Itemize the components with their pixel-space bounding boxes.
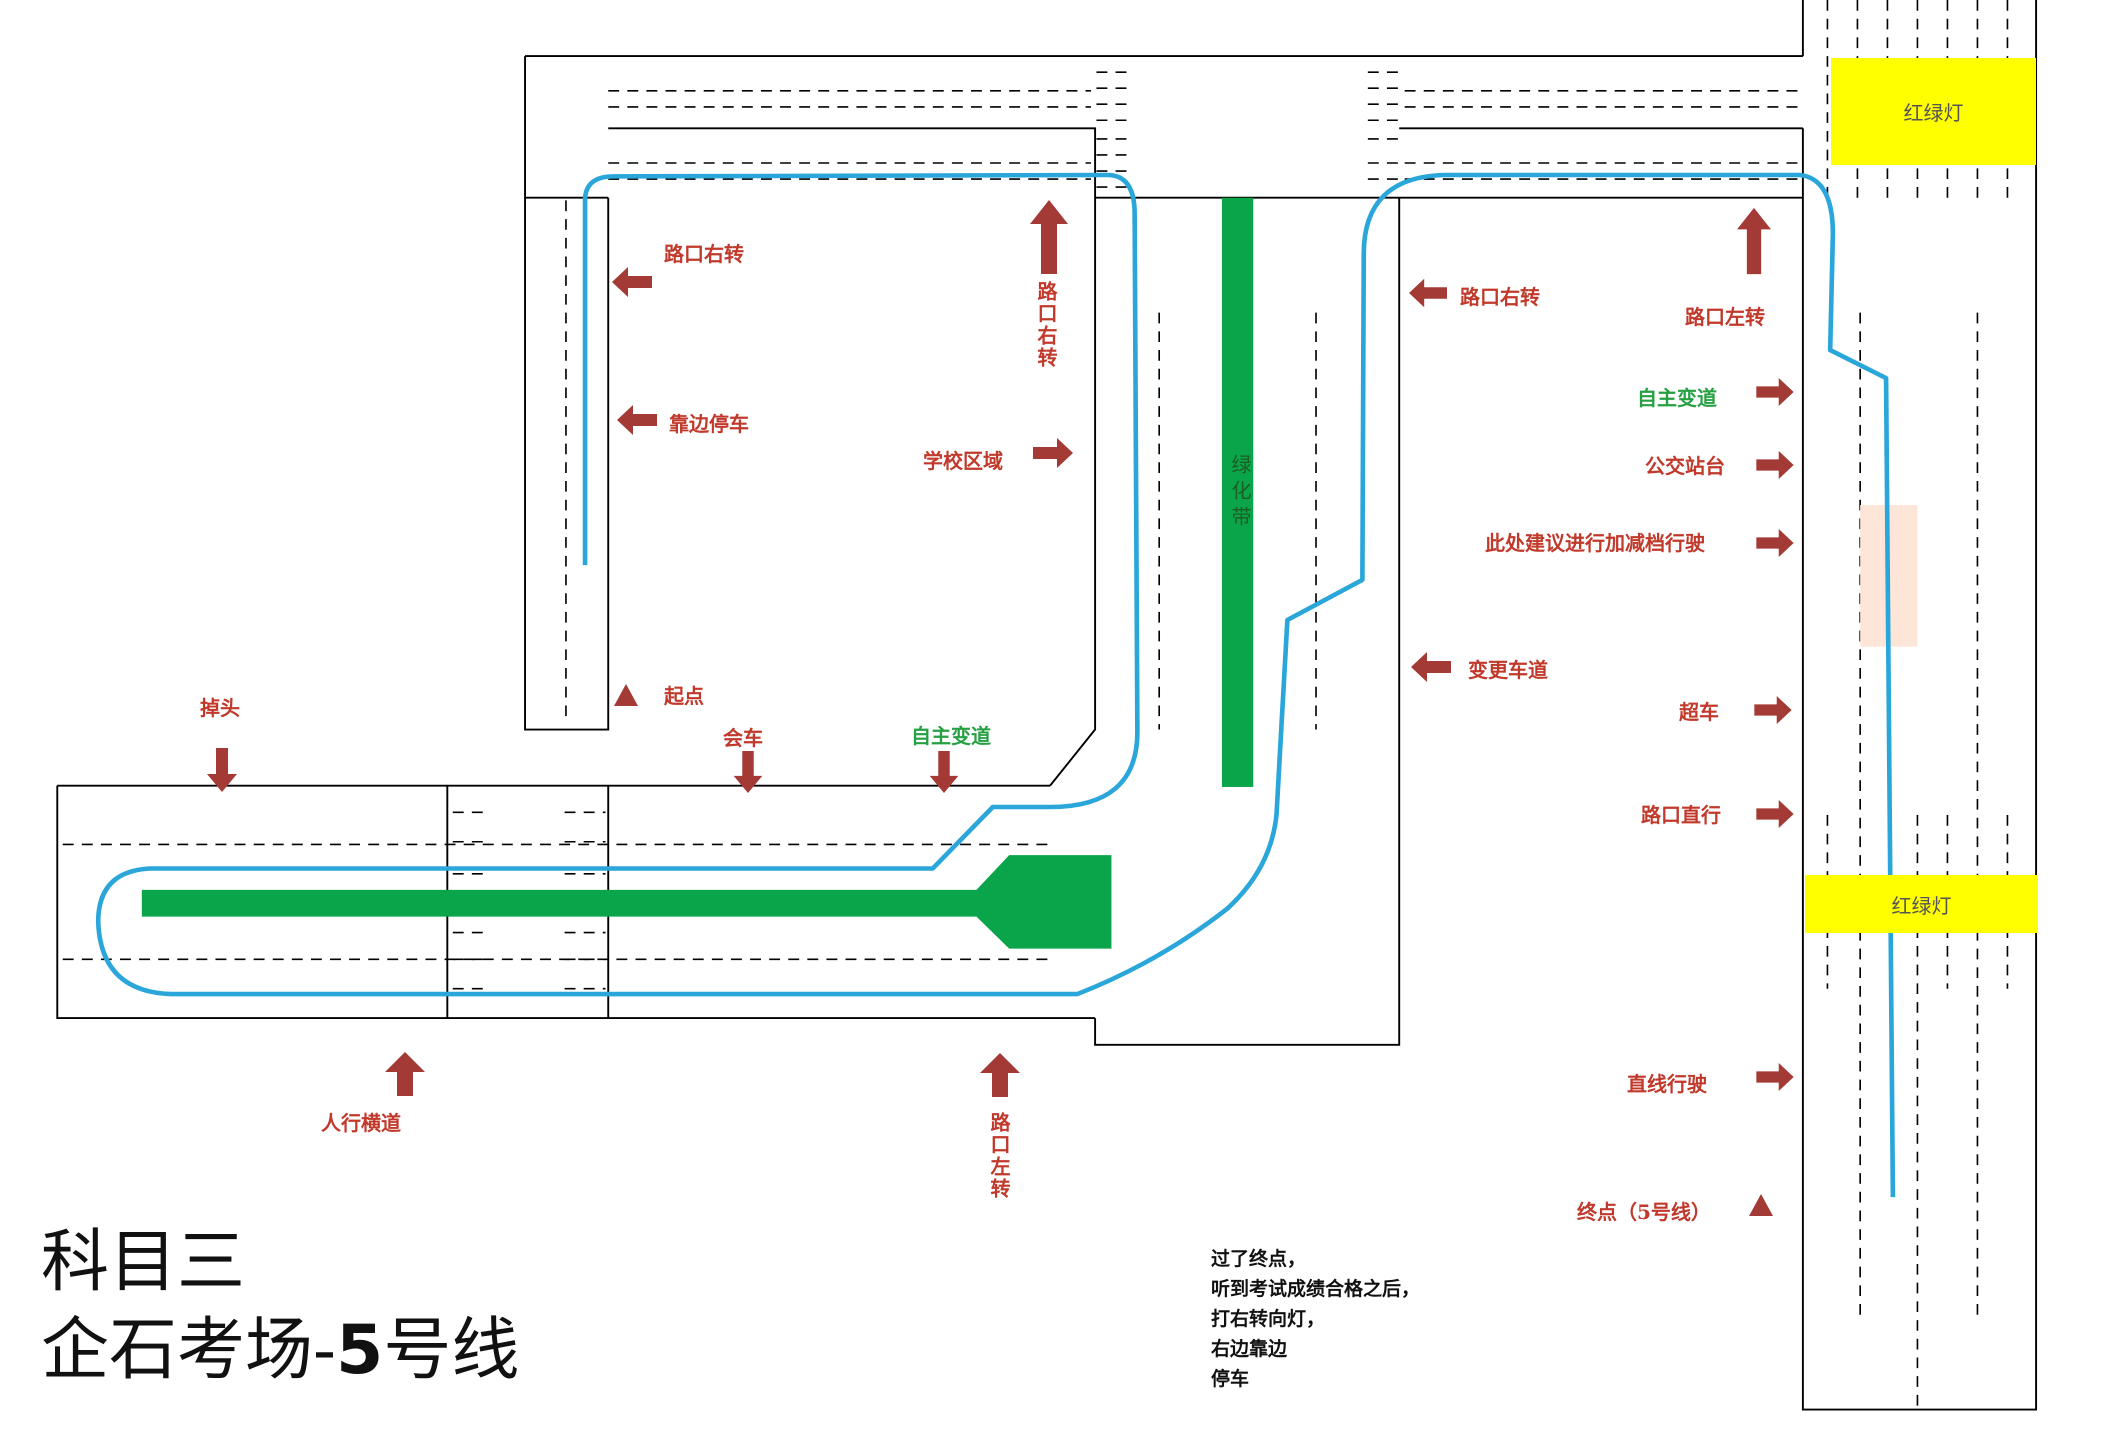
label-bus-stop: 公交站台 bbox=[1645, 454, 1725, 478]
arrow-right-bus-stop bbox=[1756, 451, 1794, 479]
label-pull-over: 靠边停车 bbox=[669, 412, 749, 436]
title-line-1: 科目三 bbox=[41, 1223, 246, 1302]
arrow-right-lane-change bbox=[1756, 378, 1794, 406]
note-line: 打右转向灯， bbox=[1211, 1308, 1326, 1330]
arrow-left-turn-around bbox=[207, 748, 237, 792]
label-school-zone: 学校区域 bbox=[923, 449, 1003, 473]
arrow-up-left-turn-right bbox=[1737, 207, 1771, 275]
note-line: 停车 bbox=[1211, 1368, 1250, 1390]
label-right-turn-upper-left: 路口右转 bbox=[664, 242, 744, 266]
label-turn-around: 掉头 bbox=[200, 696, 240, 720]
note-line: 过了终点， bbox=[1211, 1248, 1307, 1270]
arrow-left-change-lane bbox=[1411, 652, 1451, 682]
label-left-turn-bottom: 路口左转 bbox=[987, 1112, 1011, 1200]
label-meet-car: 会车 bbox=[723, 726, 763, 750]
traffic-light-top: 红绿灯 bbox=[1831, 58, 2036, 165]
arrow-right-school bbox=[1033, 438, 1073, 468]
arrow-up-right-turn bbox=[1030, 200, 1068, 274]
label-change-lane: 变更车道 bbox=[1468, 658, 1548, 682]
arrow-down-meet-car bbox=[733, 751, 763, 793]
label-self-lane-change-bottom: 自主变道 bbox=[911, 724, 991, 748]
green-belt-vertical bbox=[1221, 197, 1254, 787]
green-belt-label: 绿化带 bbox=[1228, 454, 1252, 532]
arrow-right-straight-intersection bbox=[1756, 800, 1794, 828]
label-gear-shift: 此处建议进行加减档行驶 bbox=[1485, 531, 1705, 555]
label-straight-drive: 直线行驶 bbox=[1627, 1072, 1707, 1096]
label-left-turn-right: 路口左转 bbox=[1685, 305, 1765, 329]
label-overtake: 超车 bbox=[1679, 700, 1719, 724]
label-crosswalk: 人行横道 bbox=[321, 1111, 401, 1135]
finish-note: 过了终点， 听到考试成绩合格之后， 打右转向灯， 右边靠边 停车 bbox=[1211, 1244, 1420, 1394]
arrow-left-pull-over bbox=[617, 405, 657, 435]
start-marker-icon bbox=[614, 684, 638, 706]
note-line: 右边靠边 bbox=[1211, 1338, 1288, 1360]
arrow-left-right-turn-mid bbox=[1409, 278, 1447, 308]
arrow-right-straight-drive bbox=[1756, 1063, 1794, 1091]
arrow-right-gear bbox=[1756, 529, 1794, 557]
label-self-lane-change-right: 自主变道 bbox=[1637, 386, 1717, 410]
arrow-left-right-turn bbox=[612, 267, 652, 297]
label-right-turn-vertical: 路口右转 bbox=[1034, 281, 1058, 369]
green-belt-horizontal bbox=[141, 855, 1112, 949]
title-line-2: 企石考场-5号线 bbox=[41, 1311, 520, 1390]
route-line bbox=[95, 172, 1896, 1198]
label-start: 起点 bbox=[664, 684, 704, 708]
end-marker-icon bbox=[1749, 1194, 1773, 1216]
label-right-turn-mid: 路口右转 bbox=[1460, 285, 1540, 309]
arrow-up-left-turn bbox=[980, 1053, 1020, 1097]
label-straight-intersection: 路口直行 bbox=[1641, 803, 1721, 827]
traffic-light-middle: 红绿灯 bbox=[1805, 875, 2038, 933]
label-end-point: 终点（5号线） bbox=[1577, 1200, 1711, 1224]
note-line: 听到考试成绩合格之后， bbox=[1211, 1278, 1421, 1300]
arrow-down-lane-change bbox=[929, 751, 959, 793]
road-outlines bbox=[56, 0, 2038, 1411]
arrow-right-overtake bbox=[1754, 696, 1792, 724]
page-title: 科目三 企石考场-5号线 bbox=[41, 1219, 519, 1395]
arrow-up-crosswalk bbox=[385, 1052, 425, 1096]
